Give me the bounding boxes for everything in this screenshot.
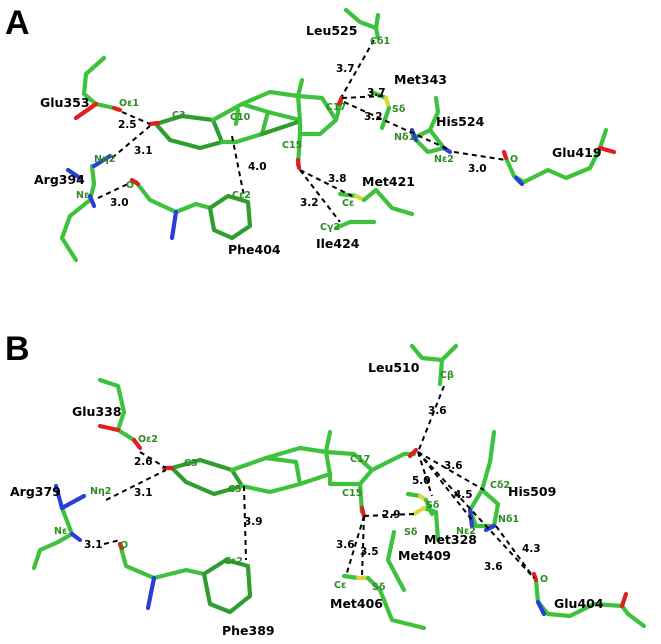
- panel-a-label-phe404: Phe404: [228, 242, 281, 257]
- panel-b-dist-13: 3.6: [484, 561, 503, 573]
- panel-b-atom-ce2: Cε2: [224, 556, 243, 567]
- panel-a-dist-3: 3.2: [364, 111, 383, 123]
- panel-a-arg394-sidechain: [59, 153, 113, 263]
- panel-a-dist-7: 3.0: [110, 197, 129, 209]
- panel-b-atom-nh2: Nη2: [90, 486, 111, 497]
- panel-b-atom-o-glu404: O: [540, 574, 548, 585]
- panel-b-atom-ne: Nε: [54, 526, 67, 537]
- panel-a-glu353-sidechain: [73, 55, 123, 121]
- panel-b-atom-sd1: Sδ: [426, 500, 440, 511]
- panel-a-dist-9: 3.8: [328, 173, 347, 185]
- panel-a-label-arg394: Arg394: [34, 172, 85, 187]
- panel-a-letter: A: [5, 4, 30, 42]
- panel-b-dist-6: 4.5: [454, 489, 473, 501]
- panel-b-atom-sd3: Sδ: [372, 582, 386, 593]
- panel-b-label-met406: Met406: [330, 596, 383, 611]
- panel-a-dist-6: 3.0: [468, 163, 487, 175]
- panel-a-dist-1: 3.7: [336, 63, 355, 75]
- panel-a-atom-nd1: Nδ1: [394, 132, 415, 143]
- panel-a-hbonds: [97, 39, 507, 223]
- panel-a-label-glu353: Glu353: [40, 95, 90, 110]
- panel-a-label-ile424: Ile424: [316, 236, 360, 251]
- panel-b-glu404-sidechain: [531, 571, 647, 629]
- panel-a-atom-nh2: Nη2: [94, 154, 115, 165]
- panel-a-atom-ce: Cε: [342, 198, 354, 209]
- panel-a-atom-c10: C10: [230, 112, 251, 123]
- panel-b-backbone: [117, 541, 207, 611]
- panel-b-atom-sd2: Sδ: [404, 527, 418, 538]
- panel-a-dist-10: 3.2: [300, 197, 319, 209]
- panel-b-atom-c3: C3: [184, 458, 198, 469]
- panel-a-atom-ce2: Cε2: [232, 190, 251, 201]
- panel-a-atom-c17: C17: [326, 102, 346, 113]
- panel-a-glu419-sidechain: [501, 127, 617, 187]
- panel-b-label-met328: Met328: [424, 532, 477, 547]
- panel-a-label-met421: Met421: [362, 174, 415, 189]
- panel-b-label-leu510: Leu510: [368, 360, 420, 375]
- panel-a-label-leu525: Leu525: [306, 23, 357, 38]
- panel-b-dist-9: 3.9: [244, 516, 263, 528]
- panel-a-atom-ne2: Nε2: [434, 154, 454, 165]
- panel-a-dist-8: 4.0: [248, 161, 267, 173]
- panel-a-atom-cd1: Cδ1: [370, 36, 390, 47]
- panel-a-phe404-ring: [207, 193, 253, 241]
- panel-b-atom-ce: Cε: [334, 580, 346, 591]
- panel-b-dist-4: 3.6: [444, 460, 463, 472]
- panel-a-met343-sidechain: [369, 89, 392, 131]
- panel-a-label-his524: His524: [436, 114, 485, 129]
- panel-a-atom-ne: Nε: [76, 190, 89, 201]
- panel-a-leu525-sidechain: [343, 7, 381, 41]
- panel-b-dist-5: 5.0: [412, 475, 431, 487]
- panel-b-atom-c17: C17: [350, 454, 370, 465]
- panel-b-atom-o-arg: O: [120, 540, 128, 551]
- panel-a-ile424-sidechain: [333, 219, 377, 231]
- panel-b-ligand: [169, 429, 417, 515]
- panel-b-label-glu338: Glu338: [72, 404, 122, 419]
- panel-b-label-his509: His509: [508, 484, 556, 499]
- panel-a-atom-o-arg: O: [126, 180, 134, 191]
- panel-b-label-met409: Met409: [398, 548, 451, 563]
- panel-b-dist-2: 2.6: [134, 456, 153, 468]
- panel-b-leu510-sidechain: [409, 343, 459, 387]
- panel-b-atom-c5: C5: [228, 484, 242, 495]
- panel-b-atom-nd1: Nδ1: [498, 514, 519, 525]
- panel-b-atom-cb: Cβ: [440, 370, 454, 381]
- panel-a-atom-cg2: Cγ2: [320, 222, 340, 233]
- panel-a-atom-c15: C15: [282, 140, 302, 151]
- panel-b-phe389-ring: [201, 557, 253, 615]
- panel-a-label-glu419: Glu419: [552, 145, 602, 160]
- panel-b-dist-3: 3.1: [134, 487, 153, 499]
- panel-b-dist-7: 2.9: [382, 509, 401, 521]
- panel-a-label-met343: Met343: [394, 72, 447, 87]
- panel-b-glu338-sidechain: [97, 377, 143, 451]
- panel-a-atom-o-glu419: O: [510, 154, 518, 165]
- panel-b-his509-sidechain: [467, 429, 501, 533]
- panel-b-dist-11: 3.5: [360, 546, 379, 558]
- panel-a-backbone: [129, 177, 213, 241]
- panel-b-met409-sidechain: [385, 505, 441, 593]
- panel-a-ligand: [153, 77, 344, 168]
- panel-b-dist-12: 4.3: [522, 543, 541, 555]
- panel-b-atom-c15: C15: [342, 488, 362, 499]
- panel-b-met406-sidechain: [341, 573, 427, 631]
- panel-a-atom-c3: C3: [172, 110, 186, 121]
- panel-b-label-arg379: Arg379: [10, 484, 61, 499]
- panel-a-dist-5: 3.1: [134, 145, 153, 157]
- panel-b-hbonds: [103, 385, 535, 579]
- panel-b-dist-8: 3.1: [84, 539, 103, 551]
- panel-b-label-glu404: Glu404: [554, 596, 604, 611]
- panel-b-atom-cd2: Cδ2: [490, 480, 510, 491]
- panel-b-dist-10: 3.6: [336, 539, 355, 551]
- panel-b-atom-ne2: Nε2: [456, 526, 476, 537]
- panel-b-atom-oe2: Oε2: [138, 434, 158, 445]
- panel-a-dist-2: 3.7: [367, 87, 386, 99]
- panel-b-dist-1: 3.6: [428, 405, 447, 417]
- panel-a-dist-4: 2.5: [118, 119, 137, 131]
- panel-b-label-phe389: Phe389: [222, 623, 275, 638]
- panel-b-arg379-sidechain: [31, 483, 87, 571]
- panel-a-atom-oe1: Oε1: [119, 98, 139, 109]
- panel-a-atom-sd: Sδ: [392, 104, 406, 115]
- panel-b-letter: B: [5, 330, 30, 368]
